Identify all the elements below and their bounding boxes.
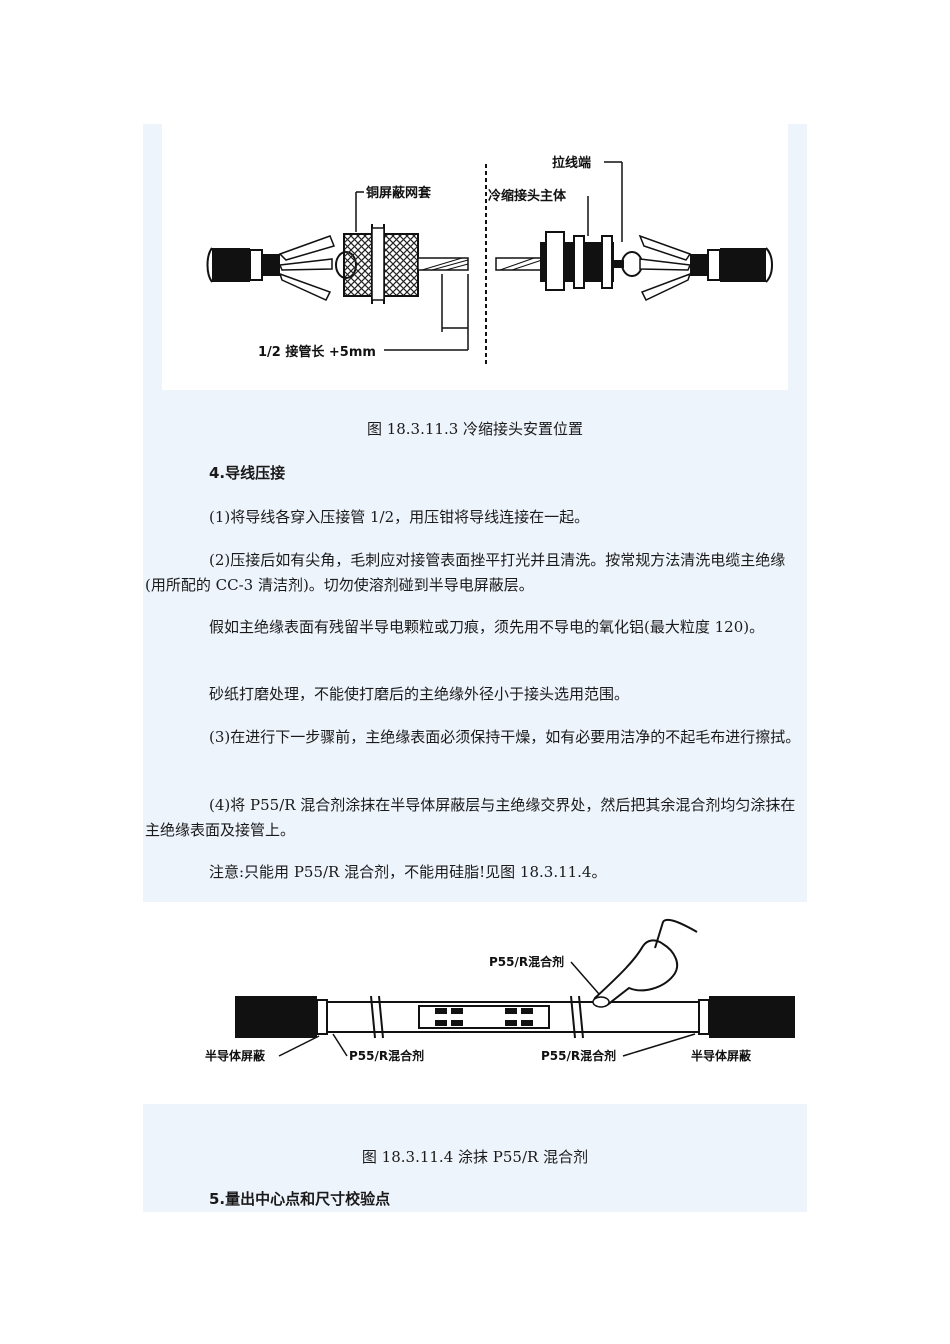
label-dimension: 1/2 接管长 +5mm xyxy=(258,344,376,360)
paragraph: (2)压接后如有尖角，毛刺应对接管表面挫平打光并且清洗。按常规方法清洗电缆主绝缘… xyxy=(145,551,786,594)
section4-heading: 4.导线压接 xyxy=(209,464,286,482)
label-copper-mesh: 铜屏蔽网套 xyxy=(365,185,432,201)
figure2-caption: 图 18.3.11.4 涂抹 P55/R 混合剂 xyxy=(361,1148,589,1166)
paragraph: (3)在进行下一步骤前，主绝缘表面必须保持干燥，如有必要用洁净的不起毛布进行擦拭… xyxy=(209,728,801,746)
figure-apply-compound: P55/R混合剂 半导体屏蔽 P55/R混合剂 P55/R混合剂 半导体屏蔽 xyxy=(143,902,807,1104)
paragraph: 砂纸打磨处理，不能使打磨后的主绝缘外径小于接头选用范围。 xyxy=(209,685,630,703)
label-semi-left: 半导体屏蔽 xyxy=(205,1048,266,1063)
right-cable-jacket xyxy=(720,248,766,282)
label-semi-right: 半导体屏蔽 xyxy=(691,1048,752,1063)
label-compound-left: P55/R混合剂 xyxy=(349,1048,424,1063)
figure1-drawing: 1/2 接管长 +5mm 铜屏蔽网套 拉线端 冷缩接头主体 xyxy=(206,155,773,364)
section5-heading: 5.量出中心点和尺寸校验点 xyxy=(209,1190,391,1208)
label-compound-right: P55/R混合剂 xyxy=(541,1048,616,1063)
label-cold-shrink-body: 冷缩接头主体 xyxy=(488,188,567,204)
left-cable-jacket xyxy=(212,248,250,282)
figure2-drawing: P55/R混合剂 半导体屏蔽 P55/R混合剂 P55/R混合剂 半导体屏蔽 xyxy=(205,918,795,1063)
paragraph: (1)将导线各穿入压接管 1/2，用压钳将导线连接在一起。 xyxy=(209,508,590,526)
label-compound-top: P55/R混合剂 xyxy=(489,954,564,969)
figure-cold-shrink-position: 1/2 接管长 +5mm 铜屏蔽网套 拉线端 冷缩接头主体 xyxy=(162,124,788,390)
left-cable-jacket xyxy=(235,996,317,1038)
figure1-caption: 图 18.3.11.3 冷缩接头安置位置 xyxy=(366,420,584,438)
paragraph: (4)将 P55/R 混合剂涂抹在半导体屏蔽层与主绝缘交界处，然后把其余混合剂均… xyxy=(145,796,796,839)
label-puller: 拉线端 xyxy=(552,155,591,171)
right-cable-jacket xyxy=(709,996,795,1038)
paragraph: 假如主绝缘表面有残留半导电颗粒或刀痕，须先用不导电的氧化铝(最大粒度 120)。 xyxy=(209,618,765,636)
note-paragraph: 注意:只能用 P55/R 混合剂，不能用硅脂!见图 18.3.11.4。 xyxy=(209,863,607,881)
hand-icon xyxy=(593,939,679,1008)
